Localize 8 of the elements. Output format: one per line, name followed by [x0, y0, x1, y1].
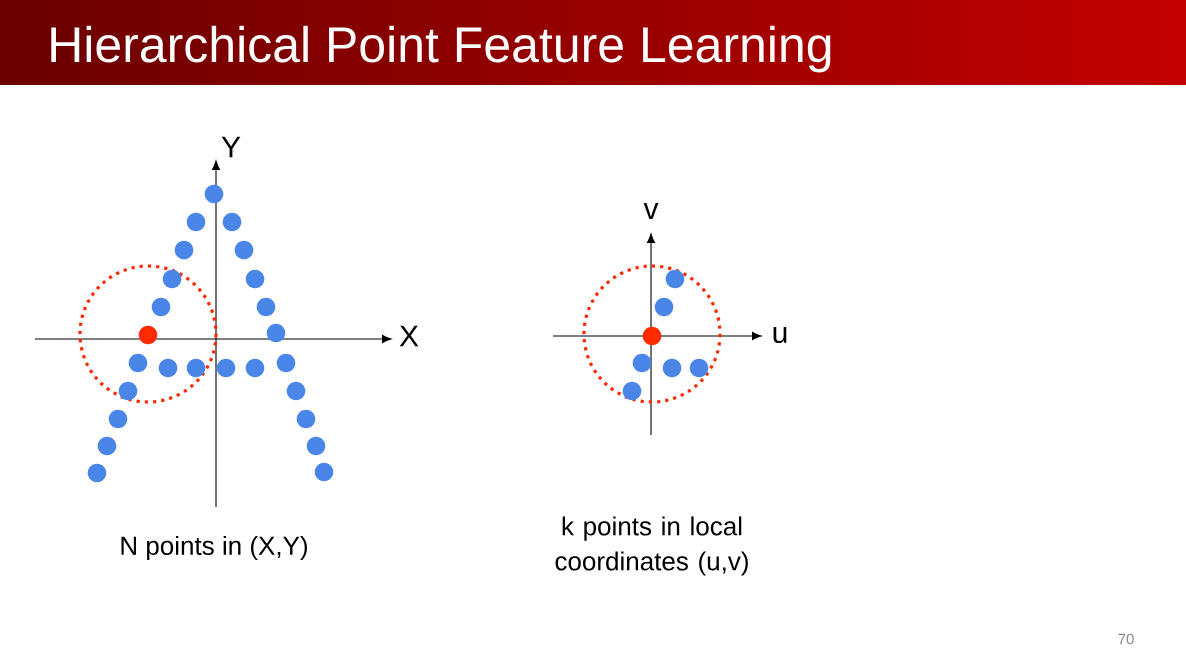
axis-label: v [643, 203, 659, 219]
caption: k points in local coordinates (u,v) [555, 516, 748, 576]
title-banner: Hierarchical Point Feature Learning [0, 0, 1186, 85]
axis-label: Y [221, 136, 241, 158]
page-number: 70 [1118, 633, 1134, 645]
caption: N points in (X,Y) [121, 535, 307, 561]
axis-label: X [399, 325, 419, 347]
axis-label: u [773, 326, 787, 344]
